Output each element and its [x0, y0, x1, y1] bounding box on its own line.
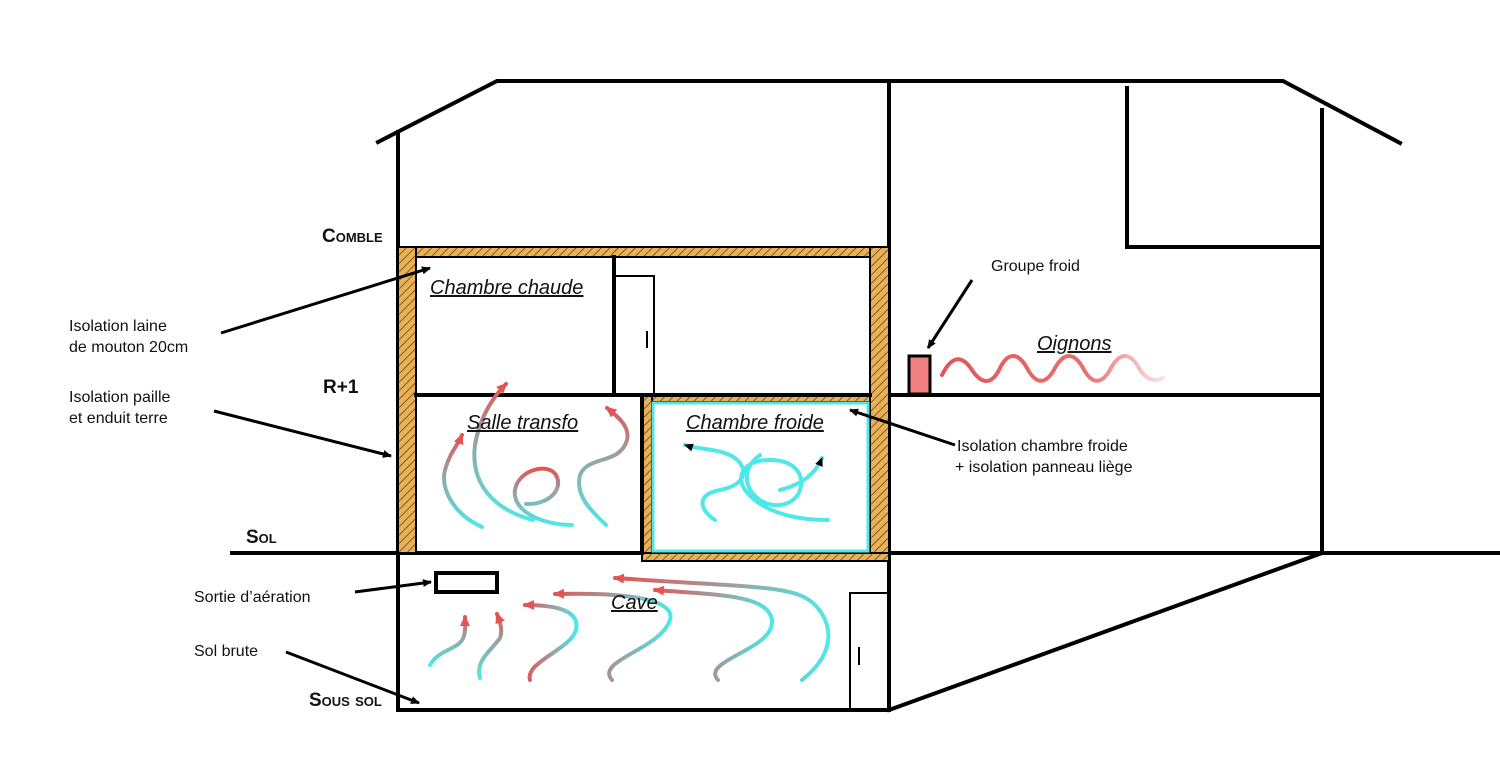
cellar-air-flow-6 [613, 573, 831, 682]
air-vent-arrow [354, 579, 432, 594]
warm-room-door [613, 275, 655, 396]
cellar-air-flow-4 [553, 588, 673, 682]
attic-room-outline [1125, 86, 1324, 249]
cellar-air-flow-1 [428, 615, 471, 667]
cold-room-liner [651, 401, 870, 553]
building-structure [230, 79, 1500, 713]
air-flows [428, 354, 1165, 682]
cellar-door [849, 592, 890, 711]
leader-arrows [213, 266, 974, 705]
level-label-attic: Comble [322, 226, 383, 247]
cellar-air-flow-5 [653, 585, 774, 682]
insulation [397, 246, 890, 562]
right-roof [887, 79, 1403, 146]
level-label-basement: Sous sol [309, 690, 382, 711]
annotation-straw-insulation-line1: Isolation paille [69, 389, 171, 406]
annotation-cold-unit: Groupe froid [991, 258, 1080, 275]
annotation-straw-insulation-line2: et enduit terre [69, 410, 168, 427]
cold-room-bottom-insulation [641, 552, 890, 562]
annotation-wool-insulation-line1: Isolation laine [69, 318, 167, 335]
transfo-air-flow-1 [442, 433, 484, 529]
transfo-air-flow-2 [472, 382, 535, 522]
annotation-wool-insulation-line2: de mouton 20cm [69, 339, 188, 356]
attic-floor-insulation [397, 246, 890, 258]
wool-insulation-arrow [220, 266, 431, 335]
level-label-ground: Sol [246, 527, 277, 548]
room-label-transfo-room: Salle transfo [467, 412, 578, 434]
embankment [886, 550, 1325, 713]
raw-floor-arrow [285, 650, 420, 705]
room-label-warm-room: Chambre chaude [430, 277, 583, 299]
annotation-cold-room-insulation-line2: + isolation panneau liège [955, 459, 1133, 476]
cellar-air-flow-2 [477, 612, 505, 680]
left-roof [375, 79, 891, 145]
onion-warm-wave [940, 354, 1165, 383]
left-wall-straw-insulation [397, 246, 417, 554]
transfo-air-flow-3 [512, 466, 574, 527]
level-label-first-floor: R+1 [323, 377, 359, 398]
annotation-cold-room-insulation-line1: Isolation chambre froide [957, 438, 1128, 455]
cold-unit-box [907, 354, 932, 396]
air-vent-box [434, 571, 499, 594]
room-label-cellar: Cave [611, 592, 658, 614]
cold-room-insulation-arrow [849, 408, 956, 447]
straw-insulation-arrow [213, 409, 392, 458]
cold-room-air-flow-2 [739, 453, 830, 522]
room-label-onions: Oignons [1037, 333, 1112, 355]
cold-room-air-flow-3 [778, 456, 824, 492]
cold-room-air-flow-1 [683, 443, 746, 522]
transfo-air-flow-4 [577, 406, 630, 527]
annotation-raw-floor: Sol brute [194, 643, 258, 660]
annotation-air-vent: Sortie d’aération [194, 589, 311, 606]
interior-partitions [414, 255, 932, 711]
cold-unit-arrow [926, 279, 974, 349]
room-label-cold-room: Chambre froide [686, 412, 824, 434]
right-wall-straw-insulation [869, 246, 890, 554]
cellar-air-flow-3 [523, 600, 579, 682]
